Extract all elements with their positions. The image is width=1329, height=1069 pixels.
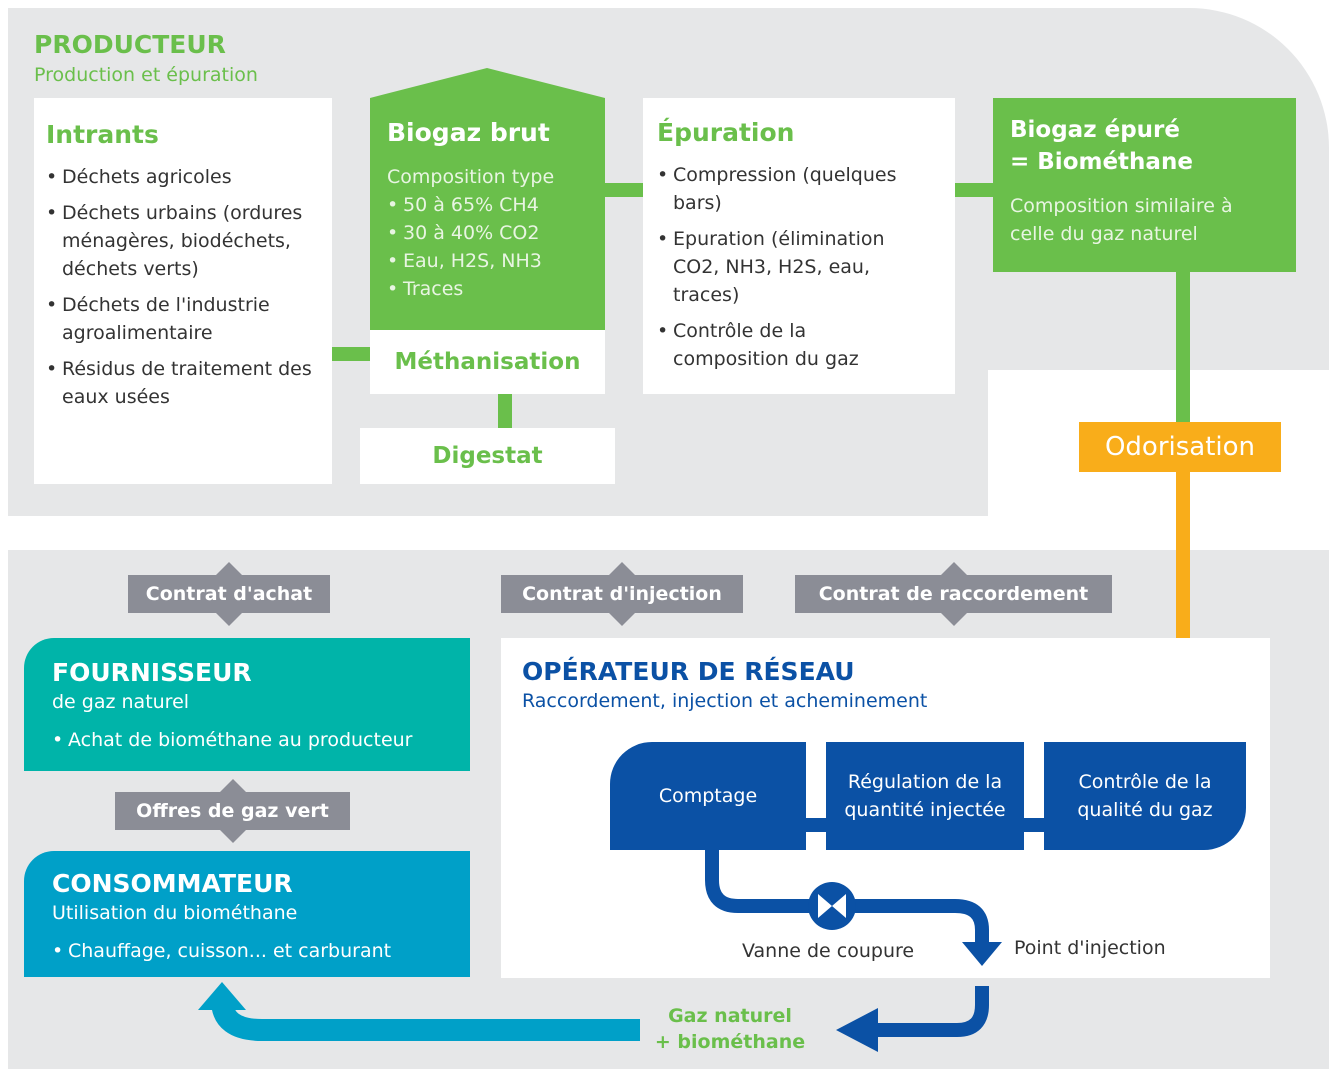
consommateur-title: CONSOMMATEUR xyxy=(52,869,293,898)
biogaz-epure-title-line1: Biogaz épuré xyxy=(1010,117,1180,143)
fournisseur-box: FOURNISSEUR de gaz naturel Achat de biom… xyxy=(24,638,470,771)
biogaz-epure-box: Biogaz épuré = Biométhane Composition si… xyxy=(993,98,1296,272)
intrants-box: Intrants Déchets agricoles Déchets urbai… xyxy=(34,98,332,484)
arrow-output-icon xyxy=(836,1008,878,1052)
biogaz-brut-box: Biogaz brut Composition type 50 à 65% CH… xyxy=(370,98,605,303)
comptage-cell: Comptage xyxy=(610,742,806,850)
controle-cell: Contrôle de la qualité du gaz xyxy=(1044,742,1246,850)
intrants-list: Déchets agricoles Déchets urbains (ordur… xyxy=(46,163,332,411)
connector-epuration-epure xyxy=(954,183,994,197)
output-line2: + biométhane xyxy=(654,1031,806,1053)
biogaz-brut-title: Biogaz brut xyxy=(387,118,550,147)
connector-odorisation-network xyxy=(1176,472,1190,640)
epuration-title: Épuration xyxy=(657,118,795,147)
output-label: Gaz naturel + biométhane xyxy=(632,1003,828,1055)
biogaz-brut-list: 50 à 65% CH4 30 à 40% CO2 Eau, H2S, NH3 … xyxy=(387,191,605,303)
biogaz-brut-item: Traces xyxy=(387,275,605,303)
biogaz-brut-item: Eau, H2S, NH3 xyxy=(387,247,605,275)
consommateur-box: CONSOMMATEUR Utilisation du biométhane C… xyxy=(24,851,470,977)
fournisseur-item: Achat de biométhane au producteur xyxy=(52,729,470,751)
biogaz-brut-item: 30 à 40% CO2 xyxy=(387,219,605,247)
intrants-item: Déchets de l'industrie agroalimentaire xyxy=(46,291,316,347)
fournisseur-list: Achat de biométhane au producteur xyxy=(52,729,470,751)
contrat-injection-label: Contrat d'injection xyxy=(522,583,722,605)
contrat-raccordement-badge: Contrat de raccordement xyxy=(795,575,1112,613)
connector-methanisation-digestat xyxy=(498,394,512,428)
arrow-point-injection-icon xyxy=(962,942,1002,966)
consommateur-list: Chauffage, cuisson... et carburant xyxy=(52,940,470,962)
digestat-box: Digestat xyxy=(360,428,615,484)
pipe-return-consommateur xyxy=(211,999,640,1041)
contrat-raccordement-label: Contrat de raccordement xyxy=(818,583,1089,605)
biogaz-epure-title-line2: = Biométhane xyxy=(1010,149,1193,175)
operateur-title: OPÉRATEUR DE RÉSEAU xyxy=(522,657,855,686)
intrants-title: Intrants xyxy=(46,120,159,149)
valve-icon xyxy=(808,882,856,930)
connector-intrants-methanisation xyxy=(332,347,372,361)
biogaz-epure-title: Biogaz épuré = Biométhane xyxy=(1010,114,1296,178)
regulation-label: Régulation de la quantité injectée xyxy=(844,771,1006,821)
fournisseur-subtitle: de gaz naturel xyxy=(52,691,190,713)
controle-label: Contrôle de la qualité du gaz xyxy=(1077,771,1213,821)
biogaz-epure-desc: Composition similaire à celle du gaz nat… xyxy=(1010,195,1233,245)
comptage-label: Comptage xyxy=(658,785,758,807)
offres-gaz-vert-badge: Offres de gaz vert xyxy=(115,792,350,830)
connector-brut-epuration xyxy=(604,183,644,197)
contrat-achat-badge: Contrat d'achat xyxy=(128,575,330,613)
intrants-item: Résidus de traitement des eaux usées xyxy=(46,355,316,411)
methanisation-label: Méthanisation xyxy=(394,349,581,375)
vanne-label: Vanne de coupure xyxy=(742,940,915,962)
digestat-label: Digestat xyxy=(432,443,543,469)
contrat-achat-label: Contrat d'achat xyxy=(145,583,313,605)
connector-regulation-controle xyxy=(1024,818,1044,832)
epuration-list: Compression (quelques bars) Epuration (é… xyxy=(657,161,927,373)
contrat-injection-badge: Contrat d'injection xyxy=(501,575,743,613)
point-injection-label: Point d'injection xyxy=(1014,937,1166,959)
pipe-injection-output xyxy=(872,986,989,1037)
intrants-item: Déchets urbains (ordures ménagères, biod… xyxy=(46,199,306,283)
odorisation-label: Odorisation xyxy=(1104,432,1256,462)
connector-comptage-regulation xyxy=(806,818,826,832)
producteur-title: PRODUCTEUR xyxy=(34,30,226,59)
epuration-item: Compression (quelques bars) xyxy=(657,161,927,217)
odorisation-box: Odorisation xyxy=(1079,422,1281,472)
arrow-consommateur-icon xyxy=(198,982,246,1010)
epuration-item: Epuration (élimination CO2, NH3, H2S, ea… xyxy=(657,225,927,309)
consommateur-item: Chauffage, cuisson... et carburant xyxy=(52,940,470,962)
biogaz-brut-subtitle: Composition type xyxy=(387,166,555,188)
regulation-cell: Régulation de la quantité injectée xyxy=(826,742,1024,850)
biogaz-brut-item: 50 à 65% CH4 xyxy=(387,191,605,219)
connector-epure-odorisation xyxy=(1176,272,1190,422)
methanisation-box: Méthanisation xyxy=(370,330,605,394)
epuration-box: Épuration Compression (quelques bars) Ep… xyxy=(643,98,955,394)
producteur-subtitle: Production et épuration xyxy=(34,64,258,86)
intrants-item: Déchets agricoles xyxy=(46,163,332,191)
offres-gaz-vert-label: Offres de gaz vert xyxy=(136,800,329,822)
epuration-item: Contrôle de la composition du gaz xyxy=(657,317,927,373)
operateur-subtitle: Raccordement, injection et acheminement xyxy=(522,690,928,712)
consommateur-subtitle: Utilisation du biométhane xyxy=(52,902,298,924)
fournisseur-title: FOURNISSEUR xyxy=(52,658,252,687)
output-line1: Gaz naturel xyxy=(668,1005,792,1027)
